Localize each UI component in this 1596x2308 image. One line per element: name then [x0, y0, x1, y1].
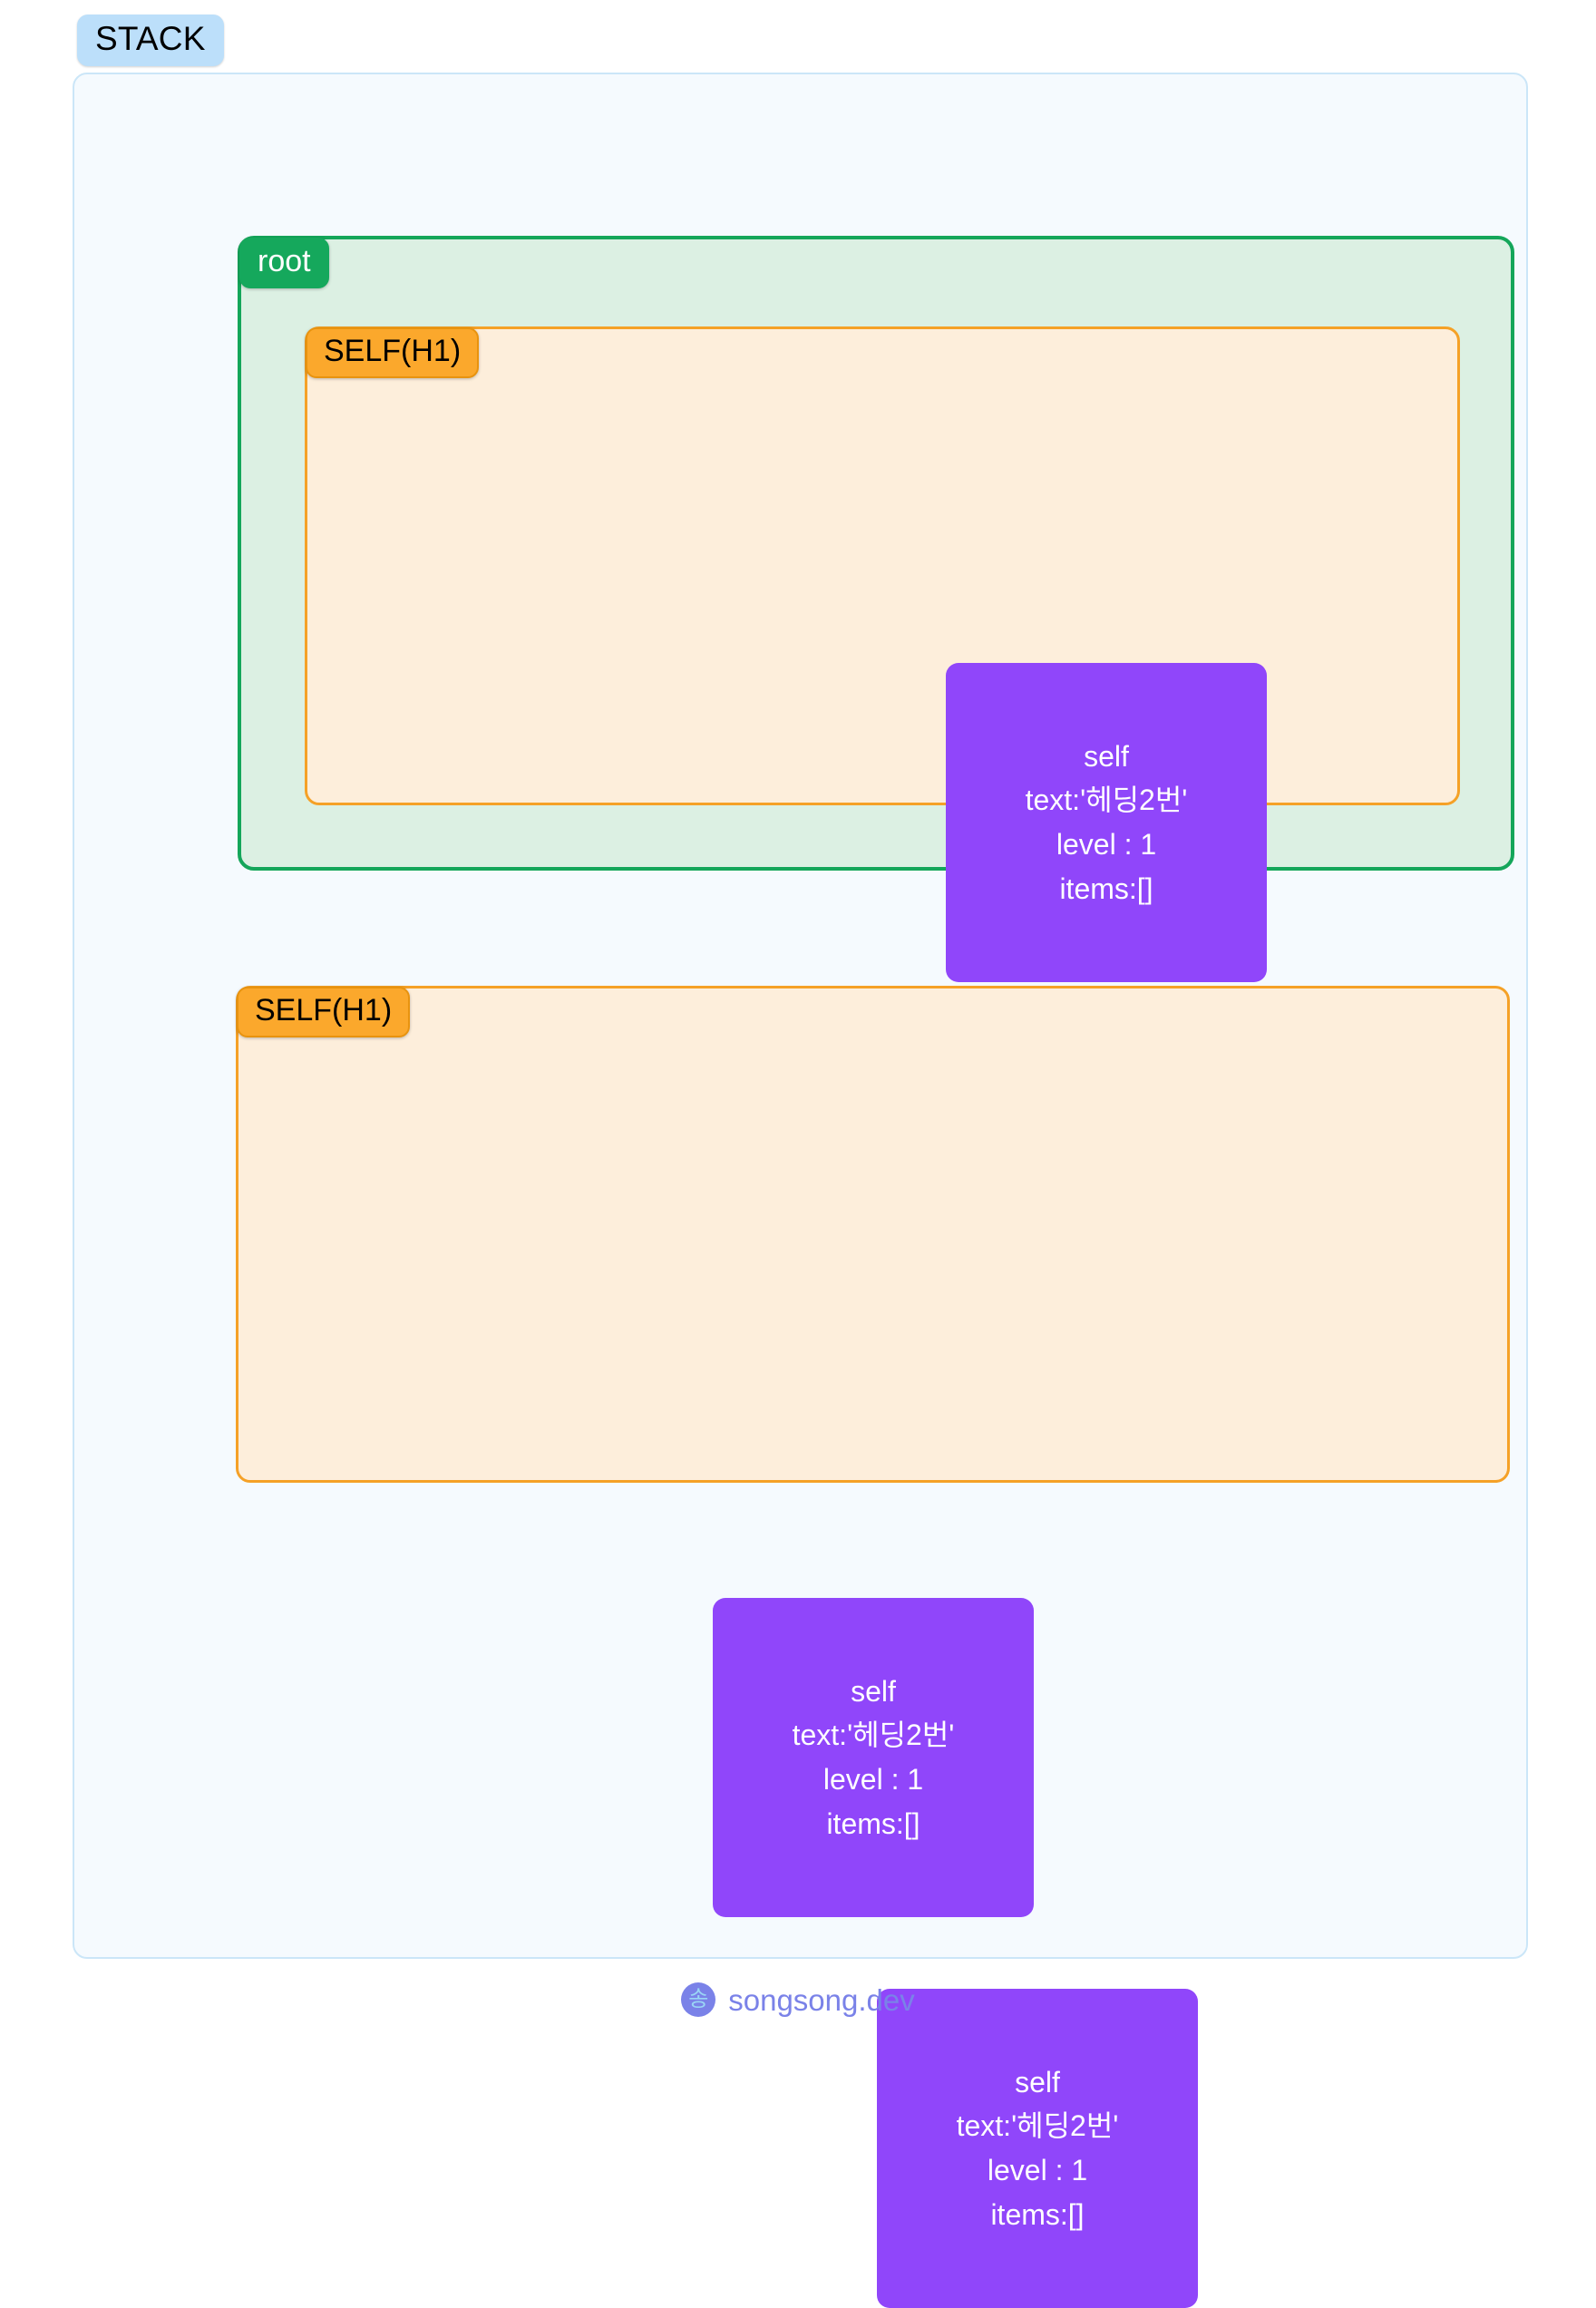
self-h1-frame-standalone-label: SELF(H1) [237, 987, 411, 1037]
root-frame: root SELF(H1) self text:'헤딩2번' level : 1… [238, 236, 1514, 982]
self-card-title: self [851, 1674, 896, 1708]
self-card-title: self [1015, 2065, 1060, 2099]
self-card-level: level : 1 [822, 1763, 924, 1796]
self-card: self text:'헤딩2번' level : 1 items:[] [946, 663, 1267, 982]
self-card-text: text:'헤딩2번' [956, 2109, 1119, 2143]
root-frame-label: root [239, 238, 329, 288]
self-h1-frame-nested: SELF(H1) self text:'헤딩2번' level : 1 item… [305, 326, 1460, 982]
self-card-level: level : 1 [1056, 828, 1157, 861]
self-card-items: items:[] [826, 1806, 920, 1840]
self-card-text: text:'헤딩2번' [1025, 784, 1188, 817]
self-h1-frame-standalone: SELF(H1) self text:'헤딩2번' level : 1 item… [236, 986, 1510, 2308]
self-card-items: items:[] [990, 2197, 1085, 2231]
self-card-level: level : 1 [987, 2154, 1088, 2186]
stack-frame: root SELF(H1) self text:'헤딩2번' level : 1… [73, 73, 1528, 2308]
footer: 송 songsong.dev [0, 1982, 1596, 2017]
stack-badge: STACK [77, 15, 224, 66]
footer-site-name: songsong.dev [728, 1982, 915, 2017]
self-card-title: self [1084, 739, 1129, 773]
self-card-items: items:[] [1059, 872, 1153, 905]
self-card-text: text:'헤딩2번' [792, 1719, 955, 1752]
self-card: self text:'헤딩2번' level : 1 items:[] [877, 1989, 1198, 2308]
self-h1-frame-nested-label: SELF(H1) [306, 327, 480, 378]
songsong-logo-icon: 송 [681, 1982, 716, 2017]
self-card: self text:'헤딩2번' level : 1 items:[] [713, 1598, 1034, 1917]
